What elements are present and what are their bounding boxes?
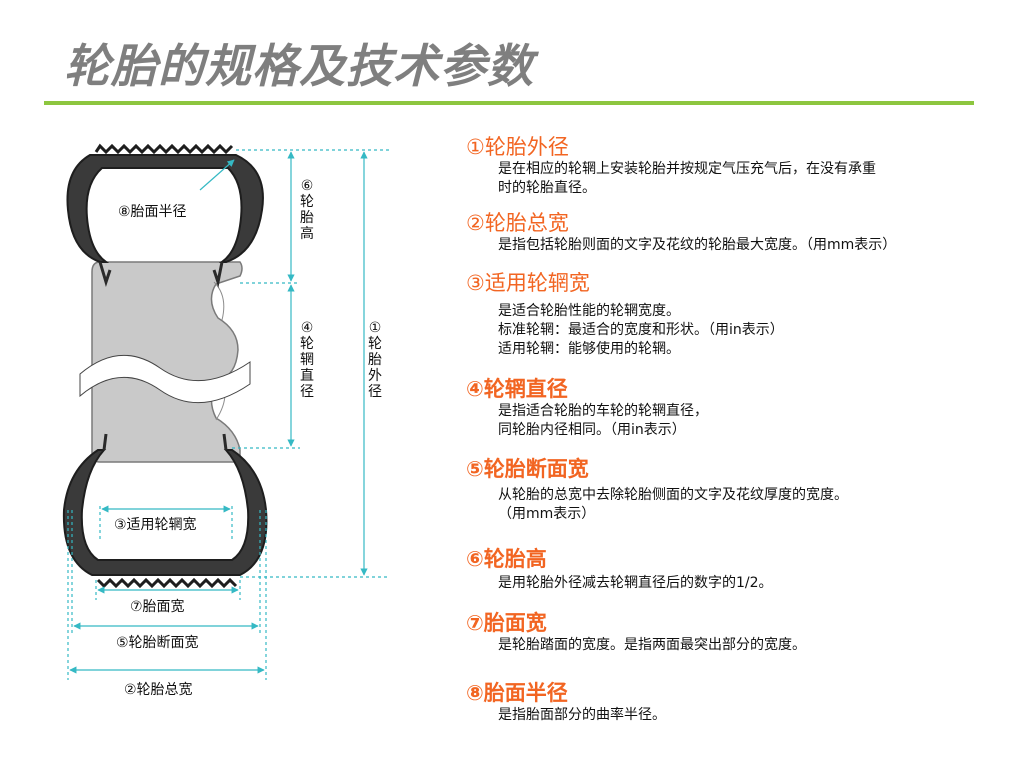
definition-title: ⑧胎面半径 [466, 681, 568, 705]
definition-body: 从轮胎的总宽中去除轮胎侧面的文字及花纹厚度的宽度。 （用mm表示） [498, 487, 848, 522]
rim-shape [91, 261, 243, 463]
definition-item: ②轮胎总宽 是指包括轮胎则面的文字及花纹的轮胎最大宽度。（用mm表示） [466, 210, 896, 255]
vlabel-rim-diameter: ④ 轮 辋 直 径 [300, 320, 314, 400]
label-tread-width: ⑦胎面宽 [130, 599, 185, 615]
definition-title: ⑦胎面宽 [466, 611, 547, 635]
definition-title: ⑤轮胎断面宽 [466, 457, 589, 481]
label-section-width: ⑤轮胎断面宽 [116, 635, 199, 651]
definition-body: 是用轮胎外径减去轮辋直径后的数字的1/2。 [498, 575, 773, 591]
definition-title: ②轮胎总宽 [466, 211, 569, 235]
definition-title: ⑥轮胎高 [466, 547, 547, 571]
definition-item: ⑦胎面宽 是轮胎踏面的宽度。是指两面最突出部分的宽度。 [466, 610, 806, 655]
upper-tire-section [66, 143, 264, 288]
definition-title: ④轮辋直径 [466, 377, 568, 401]
definition-item: ⑥轮胎高 是用轮胎外径减去轮辋直径后的数字的1/2。 [466, 546, 773, 593]
definition-body: 是指适合轮胎的车轮的轮辋直径， 同轮胎内径相同。（用in表示） [498, 403, 708, 438]
dimension-lines [67, 149, 390, 680]
definition-body: 是指包括轮胎则面的文字及花纹的轮胎最大宽度。（用mm表示） [498, 237, 897, 253]
definition-title: ①轮胎外径 [466, 135, 569, 159]
label-tread-radius: ⑧胎面半径 [118, 204, 187, 220]
definition-item: ③适用轮辋宽 是适合轮胎性能的轮辋宽度。 标准轮辋：最适合的宽度和形状。（用in… [466, 270, 784, 359]
definition-body: 是在相应的轮辋上安装轮胎并按规定气压充气后，在没有承重 时的轮胎直径。 [498, 161, 876, 196]
definition-item: ④轮辋直径 是指适合轮胎的车轮的轮辋直径， 同轮胎内径相同。（用in表示） [466, 376, 708, 440]
break-cut [79, 355, 251, 404]
title-divider [44, 101, 974, 105]
label-rim-width: ③适用轮辋宽 [114, 517, 197, 533]
vlabel-section-height: ⑥ 轮 胎 高 [300, 178, 314, 242]
definition-item: ①轮胎外径 是在相应的轮辋上安装轮胎并按规定气压充气后，在没有承重 时的轮胎直径… [466, 134, 876, 198]
definition-item: ⑤轮胎断面宽 从轮胎的总宽中去除轮胎侧面的文字及花纹厚度的宽度。 （用mm表示） [466, 456, 848, 524]
definition-item: ⑧胎面半径 是指胎面部分的曲率半径。 [466, 680, 666, 725]
page-title: 轮胎的规格及技术参数 [64, 39, 534, 93]
vlabel-outer-diameter: ① 轮 胎 外 径 [368, 320, 382, 400]
tire-diagram-svg [62, 143, 390, 680]
lower-tire-section [62, 433, 268, 589]
label-overall-width: ②轮胎总宽 [124, 682, 193, 698]
definition-title: ③适用轮辋宽 [466, 271, 590, 295]
definition-body: 是指胎面部分的曲率半径。 [498, 707, 666, 723]
definition-body: 是适合轮胎性能的轮辋宽度。 标准轮辋：最适合的宽度和形状。（用in表示） 适用轮… [498, 303, 784, 357]
definition-body: 是轮胎踏面的宽度。是指两面最突出部分的宽度。 [498, 637, 806, 653]
